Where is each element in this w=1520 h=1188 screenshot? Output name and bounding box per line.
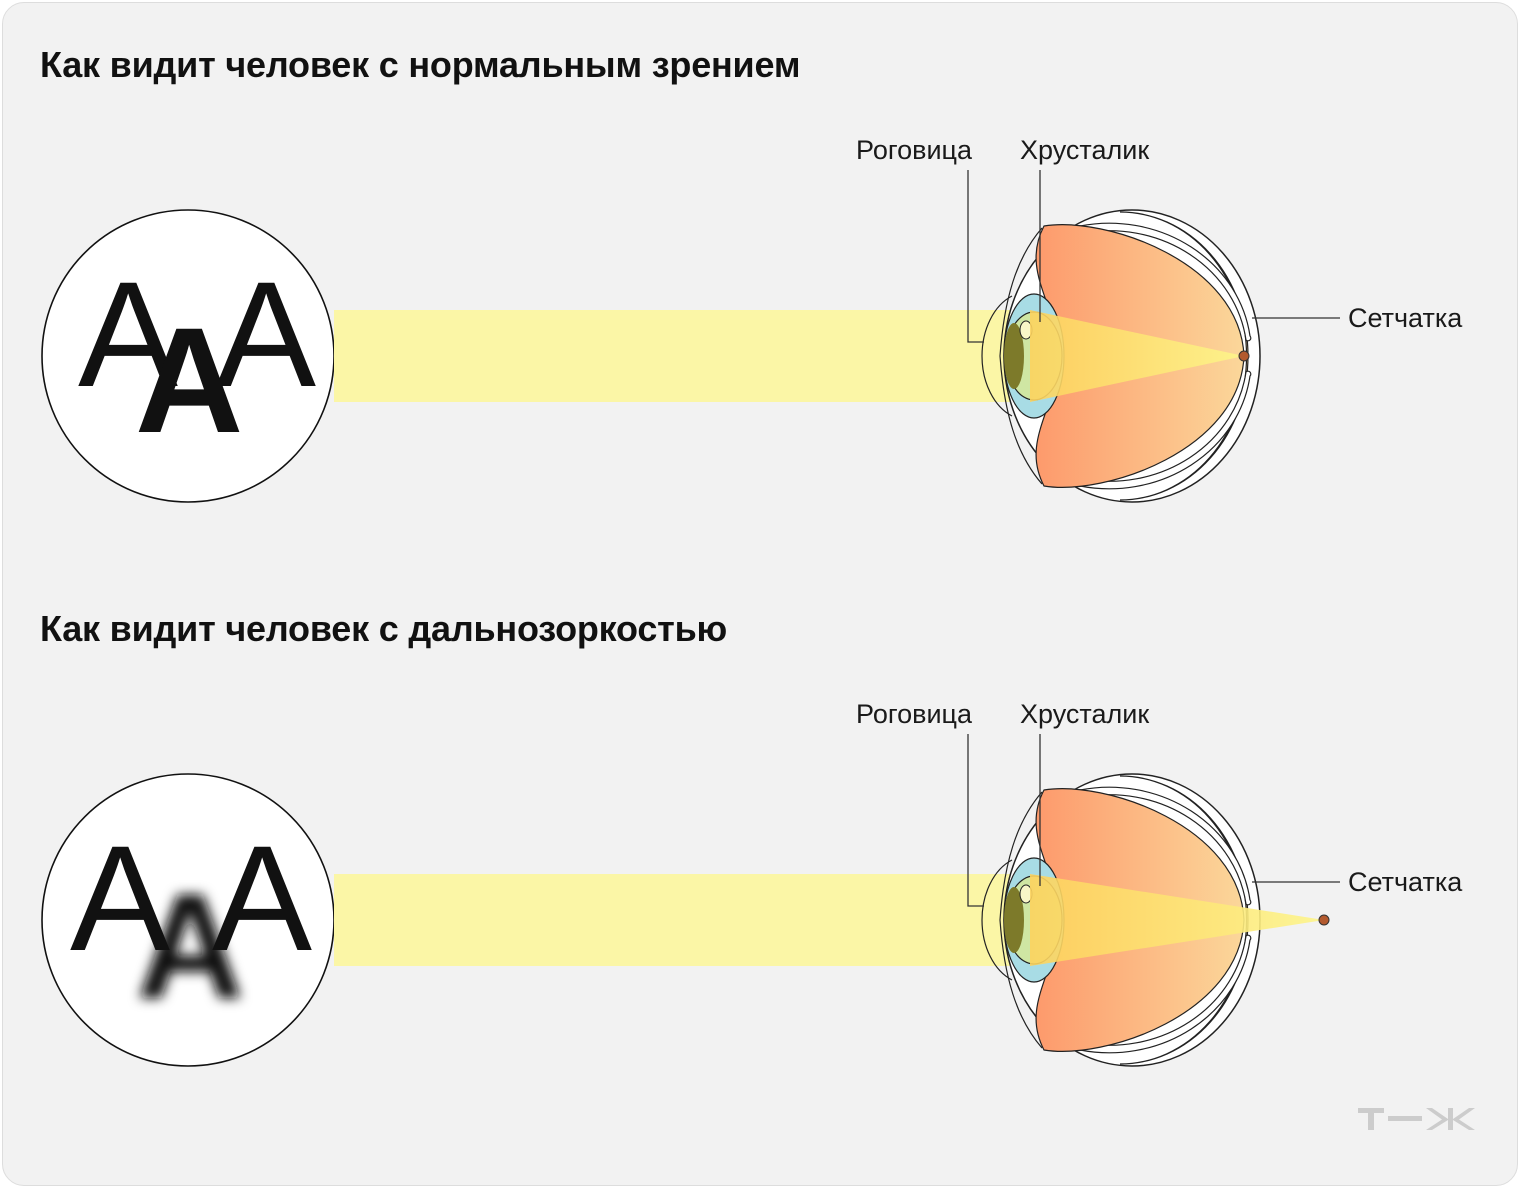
retina-label: Сетчатка (1348, 303, 1463, 333)
letter-a-middle-blurred: A (136, 862, 244, 1030)
light-beam (334, 874, 1034, 966)
unfocused-light-cone (1030, 874, 1324, 966)
letter-a-right: A (216, 250, 316, 418)
t-zh-logo (1358, 1108, 1475, 1130)
normal-vision-title: Как видит человек с нормальным зрением (40, 44, 801, 85)
focused-light-cone (1030, 310, 1244, 402)
light-beam (334, 310, 1034, 402)
cornea-label: Роговица (856, 699, 973, 729)
lens-label: Хрусталик (1020, 135, 1149, 165)
cornea-leader-line (967, 170, 984, 343)
farsighted-diagram: A A A Роговица Хрусталик Сетчатка (41, 699, 1463, 1067)
farsighted-title: Как видит человек с дальнозоркостью (40, 608, 728, 649)
letter-a-left: A (70, 814, 170, 982)
normal-vision-diagram: A A A Роговица Хрусталик Сетчатка (41, 135, 1463, 503)
lens-label: Хрусталик (1020, 699, 1149, 729)
letter-a-middle: A (135, 296, 243, 464)
focus-point-behind-retina (1318, 914, 1330, 926)
letter-a-left: A (78, 250, 178, 418)
cornea-leader-line (967, 734, 984, 907)
cornea-label: Роговица (856, 135, 973, 165)
focus-point (1238, 350, 1250, 362)
letter-a-right: A (212, 814, 312, 982)
retina-label: Сетчатка (1348, 867, 1463, 897)
